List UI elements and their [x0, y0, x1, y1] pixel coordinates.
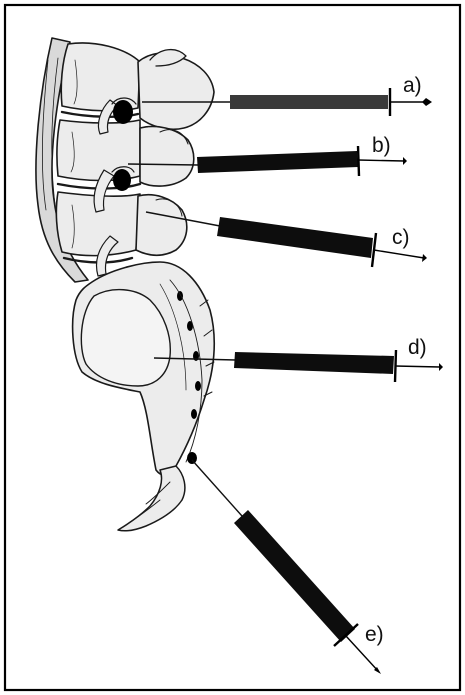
- needle-e: [192, 460, 242, 516]
- syringe-barrel-c: [217, 217, 373, 258]
- syringe-c: [146, 212, 427, 267]
- syringe-barrel-a: [230, 95, 388, 109]
- plunger-tip-b: [403, 157, 407, 165]
- label-c: c): [392, 226, 410, 249]
- label-b: b): [372, 134, 391, 157]
- sacral-hiatus: [187, 452, 197, 464]
- syringe-e: [192, 460, 381, 674]
- coccyx: [118, 466, 185, 531]
- posterior-elements-l4: [140, 127, 194, 187]
- posterior-elements-l3: [138, 53, 214, 129]
- lumbosacral-spine: [36, 38, 214, 531]
- plunger-c: [374, 250, 424, 258]
- intervertebral-foramen-upper: [113, 100, 133, 124]
- plunger-tip-d: [439, 363, 443, 371]
- syringe-barrel-b: [197, 151, 358, 173]
- vertebral-body-l3: [61, 43, 140, 111]
- syringe-flange-b: [358, 146, 359, 176]
- label-e: e): [365, 623, 384, 646]
- syringe-barrel-d: [234, 352, 394, 374]
- intervertebral-foramen-lower: [113, 169, 131, 191]
- plunger-d: [395, 366, 440, 367]
- label-a: a): [403, 74, 422, 97]
- needle-b: [128, 164, 198, 165]
- plunger-b: [358, 160, 404, 161]
- label-d: d): [408, 336, 427, 359]
- syringe-barrel-e: [234, 510, 355, 642]
- plunger-tip-c: [422, 254, 427, 262]
- plunger-tip-a: [422, 98, 432, 106]
- posterior-elements-l5: [136, 195, 187, 256]
